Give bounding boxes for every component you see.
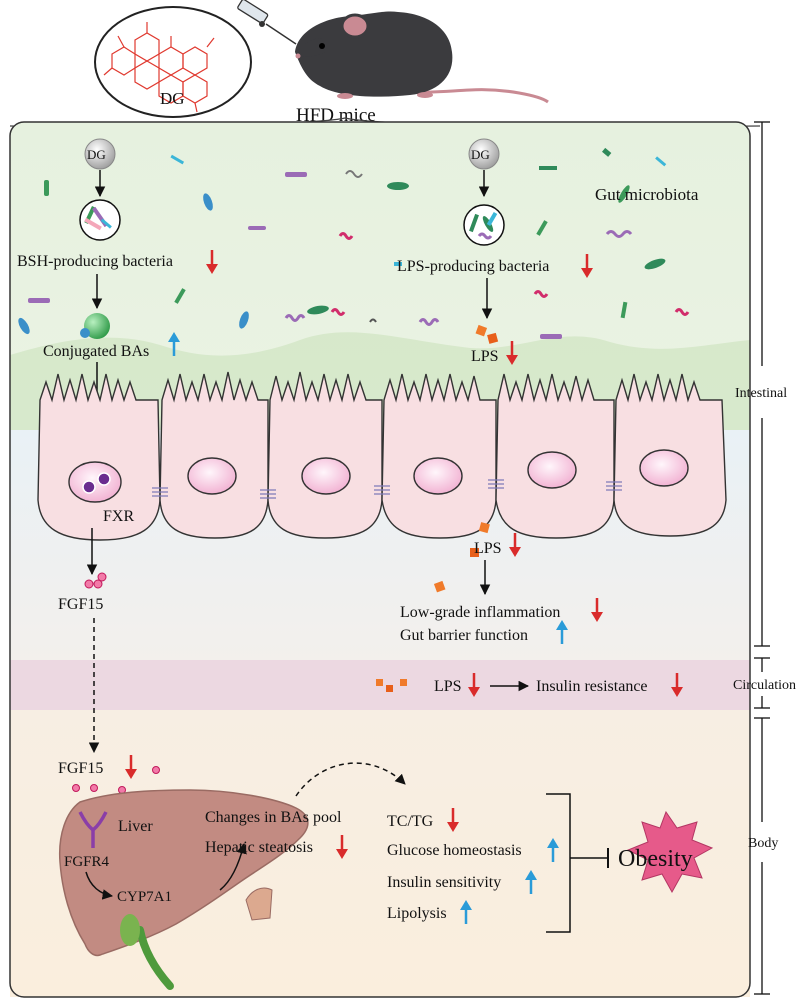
outcome-lipolysis: Lipolysis: [387, 905, 447, 922]
epithelial-layer: [37, 371, 727, 541]
epithelial-cell: [381, 373, 497, 539]
left-pathway: DG BSH-producing bacteria Conjugated BAs: [17, 138, 218, 459]
header: DG HFD mice: [9, 0, 761, 128]
region-intestinal: Intestinal: [735, 386, 787, 401]
fgf15-gut-label: FGF15: [58, 596, 103, 613]
ir-down-arrow-icon: [671, 673, 683, 697]
epithelial-cell: [37, 373, 161, 541]
dg-pill-left-label: DG: [87, 147, 106, 162]
outcomes: TC/TG Glucose homeostasis Insulin sensit…: [387, 793, 714, 933]
fgfr4-receptor-icon: [78, 811, 108, 848]
right-pathway: DG LPS-producing bacteria LPS: [397, 138, 593, 365]
steatosis-down-arrow-icon: [336, 835, 348, 859]
conjugated-bas-icon: [84, 313, 110, 339]
outcome-tctg: TC/TG: [387, 813, 434, 830]
tctg-down-arrow-icon: [447, 808, 459, 832]
barrier-up-arrow-icon: [556, 620, 568, 644]
lps-lumen-label: LPS: [471, 348, 499, 365]
inflammation-label: Low-grade inflammation: [400, 604, 560, 621]
bas-pool-label: Changes in BAs pool: [205, 809, 342, 826]
dg-pill-right-label: DG: [471, 147, 490, 162]
insulin-sens-up-arrow-icon: [525, 870, 537, 894]
epithelial-cell: [267, 371, 383, 539]
dg-structure-label: DG: [160, 89, 185, 108]
lps-tissue: LPS Low-grade inflammation Gut barrier f…: [400, 522, 603, 644]
fgfr4-label: FGFR4: [64, 854, 110, 870]
lps-lumen-down-arrow-icon: [506, 341, 518, 365]
bas-up-arrow-icon: [168, 332, 180, 356]
body-pathway: FGF15 Liver FGFR4 CYP7A1 Changes in BAs …: [58, 755, 406, 990]
epithelial-cell: [159, 371, 269, 539]
obesity-label: Obesity: [618, 846, 693, 872]
gut-barrier-label: Gut barrier function: [400, 627, 528, 644]
dg-pill-left: [84, 138, 116, 170]
gut-microbiota-label: Gut microbiota: [595, 185, 699, 204]
outcome-insulin-sensitivity: Insulin sensitivity: [387, 874, 501, 891]
circulation-row: LPS Insulin resistance: [376, 673, 683, 697]
fxr-complex-icon: [82, 472, 111, 494]
liver-icon: [58, 789, 309, 990]
conjugated-bas-label: Conjugated BAs: [43, 343, 149, 360]
dg-structure-bubble: [94, 6, 252, 118]
lps-circulation-label: LPS: [434, 678, 462, 695]
dg-pill-right: [468, 138, 500, 170]
outcome-glucose: Glucose homeostasis: [387, 842, 522, 859]
region-body: Body: [748, 836, 778, 851]
insulin-resistance-label: Insulin resistance: [536, 678, 648, 695]
lipolysis-up-arrow-icon: [460, 900, 472, 924]
lps-tissue-label: LPS: [474, 540, 502, 557]
cyp7a1-label: CYP7A1: [117, 889, 172, 905]
lps-bacteria-label: LPS-producing bacteria: [397, 258, 549, 275]
region-brackets: [754, 121, 770, 995]
fgf15-molecules-icon: [84, 572, 107, 589]
glucose-up-arrow-icon: [547, 838, 559, 862]
mouse-icon: [295, 11, 549, 104]
epithelial-cell: [495, 373, 615, 539]
inflammation-down-arrow-icon: [591, 598, 603, 622]
lps-cubes-icon: [475, 324, 499, 344]
tight-junctions: [152, 479, 622, 499]
microbiota-scatter: [18, 147, 690, 339]
fgf15-body-down-arrow-icon: [125, 755, 137, 779]
lps-bacteria-down-arrow-icon: [581, 254, 593, 278]
fgf15-secretion: FGF15: [58, 528, 107, 754]
fxr-label: FXR: [103, 508, 134, 525]
lps-tissue-down-arrow-icon: [509, 533, 521, 557]
fgf15-body-label: FGF15: [58, 760, 103, 777]
bsh-down-arrow-icon: [206, 250, 218, 274]
dg-molecule-icon: [103, 22, 215, 113]
hepatic-steatosis-label: Hepatic steatosis: [205, 839, 313, 856]
liver-label: Liver: [118, 818, 153, 835]
bsh-bacteria-label: BSH-producing bacteria: [17, 253, 173, 270]
lps-bacteria-icon: [463, 204, 505, 246]
lps-circ-down-arrow-icon: [468, 673, 480, 697]
outcomes-bracket: [546, 793, 608, 933]
region-circulation: Circulation: [733, 678, 796, 693]
obesity-star-icon: [626, 810, 714, 894]
syringe-icon: [237, 0, 297, 45]
epithelial-cell: [613, 373, 727, 537]
